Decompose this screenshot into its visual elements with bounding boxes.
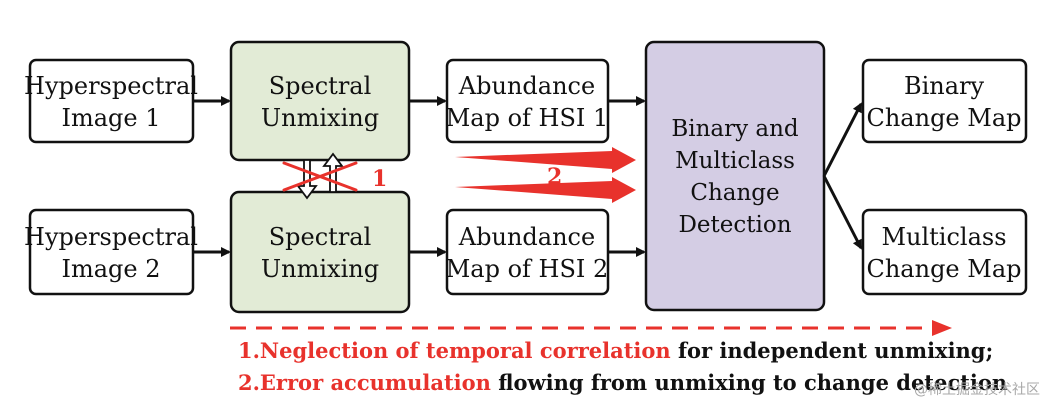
output-box-multiclass: Multiclass Change Map: [861, 208, 1028, 296]
input-1-line2: Image 1: [61, 104, 160, 132]
note-1: 1.Neglection of temporal correlation for…: [238, 338, 993, 363]
unmixing-1-line2: Unmixing: [261, 104, 379, 132]
detection-line2: Multiclass: [675, 148, 795, 174]
abundance-box-2: Abundance Map of HSI 2: [446, 208, 610, 296]
detection-line4: Detection: [678, 212, 791, 238]
note-2-suffix: flowing from unmixing to change detectio…: [491, 370, 1007, 395]
error-accumulation-arrows: [455, 147, 636, 203]
hollow-arrow-down: [296, 159, 318, 200]
red-dashed-arrow: [230, 320, 952, 336]
abundance-box-1: Abundance Map of HSI 1: [446, 58, 610, 144]
unmixing-1-line1: Spectral: [269, 72, 372, 100]
unmixing-2-line2: Unmixing: [261, 255, 379, 283]
abundance-2-line1: Abundance: [458, 223, 595, 251]
watermark-text: @稀土掘金技术社区: [914, 382, 1040, 398]
input-box-hsi-1: Hyperspectral Image 1: [24, 58, 198, 144]
abundance-2-line2: Map of HSI 2: [446, 255, 609, 283]
detection-line1: Binary and: [671, 116, 799, 142]
input-box-hsi-2: Hyperspectral Image 2: [24, 208, 198, 296]
arrow-detection-to-binary: [822, 102, 863, 177]
note-2-prefix: 2.Error accumulation: [238, 370, 491, 395]
input-2-line1: Hyperspectral: [24, 223, 198, 251]
change-detection-box: Binary and Multiclass Change Detection: [644, 40, 826, 312]
unmixing-box-2: Spectral Unmixing: [229, 190, 411, 314]
abundance-1-line1: Abundance: [458, 72, 595, 100]
output-2-line1: Multiclass: [881, 223, 1006, 251]
input-1-line1: Hyperspectral: [24, 72, 198, 100]
red-wedge-arrow-bottom: [455, 177, 636, 203]
output-1-line1: Binary: [904, 72, 985, 100]
marker-1: 1: [372, 166, 387, 192]
arrow-detection-to-multiclass: [822, 175, 863, 250]
abundance-1-line2: Map of HSI 1: [446, 104, 609, 132]
output-2-line2: Change Map: [866, 255, 1021, 283]
note-2: 2.Error accumulation flowing from unmixi…: [238, 370, 1007, 395]
unmixing-box-1: Spectral Unmixing: [229, 40, 411, 162]
note-1-suffix: for independent unmixing;: [671, 338, 994, 363]
detection-line3: Change: [690, 180, 779, 206]
input-2-line2: Image 2: [61, 255, 160, 283]
unmixing-2-line1: Spectral: [269, 223, 372, 251]
output-1-line2: Change Map: [866, 104, 1021, 132]
red-cross-mark: [282, 161, 358, 192]
output-box-binary: Binary Change Map: [861, 58, 1028, 144]
note-1-prefix: 1.Neglection of temporal correlation: [238, 338, 671, 363]
red-wedge-arrow-top: [455, 147, 636, 173]
marker-2: 2: [547, 164, 562, 190]
